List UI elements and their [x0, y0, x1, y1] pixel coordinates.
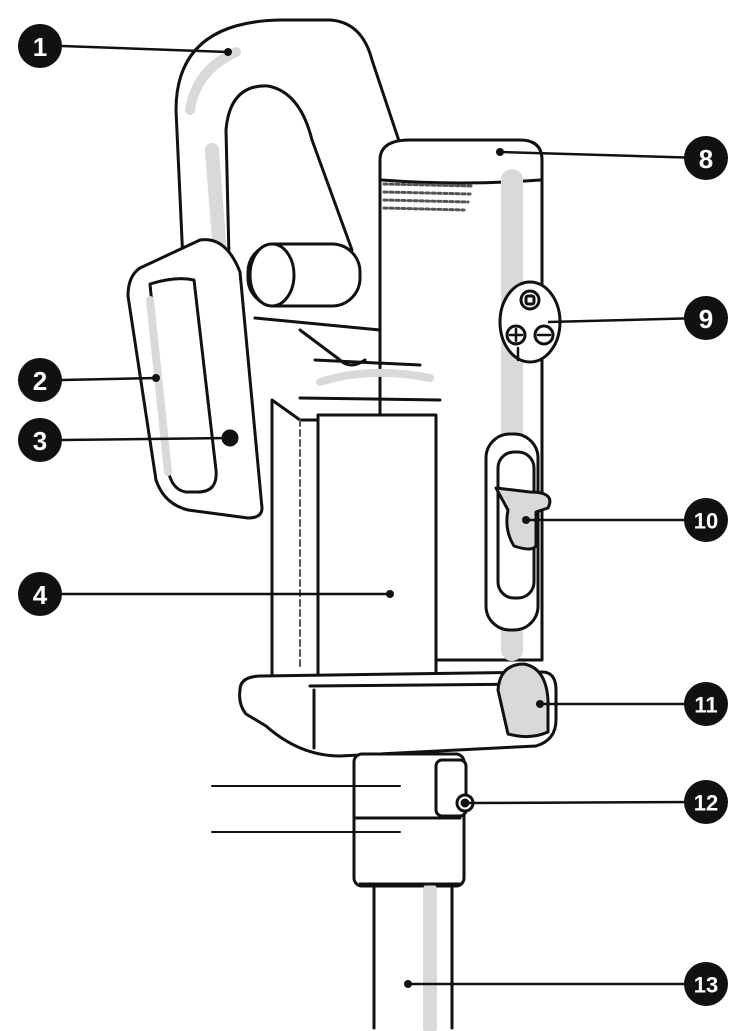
callout-1-label: 1 — [33, 32, 47, 62]
callout-9: 9 — [684, 296, 728, 340]
callout-3-label: 3 — [33, 426, 47, 456]
callout-11: 11 — [684, 682, 728, 726]
callout-2-label: 2 — [33, 366, 47, 396]
lower-collar — [240, 664, 556, 756]
extension-wand — [360, 884, 460, 1028]
wand-connector — [354, 754, 473, 886]
callout-10: 10 — [684, 498, 728, 542]
callout-11-label: 11 — [694, 693, 717, 718]
callout-13-label: 13 — [694, 973, 718, 998]
callout-2: 2 — [18, 358, 62, 402]
callout-4-label: 4 — [33, 580, 48, 610]
callout-10-label: 10 — [694, 509, 718, 534]
callout-3: 3 — [18, 418, 62, 462]
callout-1: 1 — [18, 24, 62, 68]
callout-8: 8 — [684, 136, 728, 180]
callout-8-label: 8 — [699, 144, 713, 174]
callout-4: 4 — [18, 572, 62, 616]
callout-12-label: 12 — [694, 791, 718, 816]
callout-9-label: 9 — [699, 304, 713, 334]
dust-bin — [272, 373, 440, 677]
callout-13: 13 — [684, 962, 728, 1006]
callout-12: 12 — [684, 780, 728, 824]
